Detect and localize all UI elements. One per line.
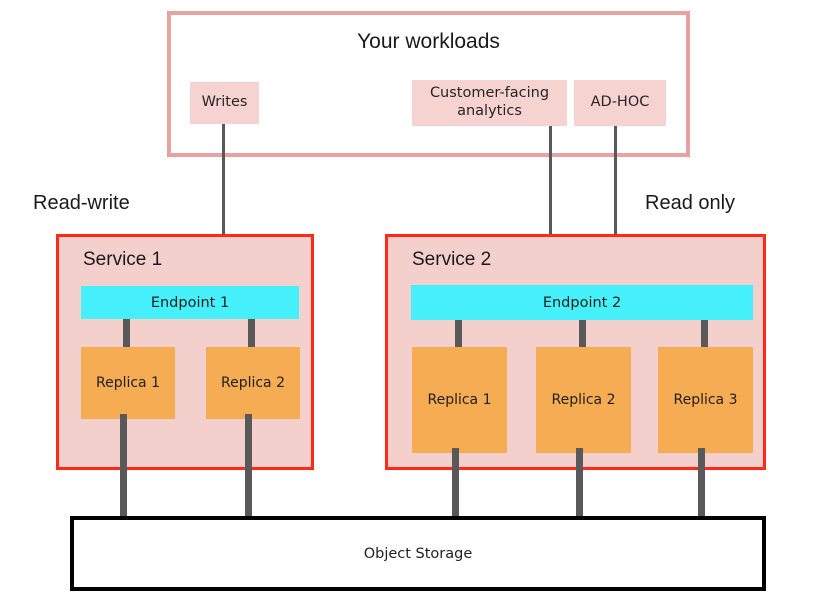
workload-chip-customer-facing-analytics[interactable]: Customer-facing analytics <box>412 80 567 126</box>
service-1-title: Service 1 <box>83 249 163 270</box>
connector-endpoint1-replica1 <box>123 319 130 347</box>
object-storage-box[interactable]: Object Storage <box>70 516 766 591</box>
workload-chip-ad-hoc[interactable]: AD-HOC <box>574 80 666 126</box>
workload-chip-writes[interactable]: Writes <box>190 82 259 124</box>
service-2-replica-1[interactable]: Replica 1 <box>412 347 507 453</box>
arrow-adhoc-to-endpoint2-stem <box>614 126 617 263</box>
service-2-endpoint[interactable]: Endpoint 2 <box>411 285 753 320</box>
service-2-replica-3[interactable]: Replica 3 <box>658 347 753 453</box>
arrow-writes-to-endpoint1-stem <box>222 124 225 263</box>
service-1-replica-2[interactable]: Replica 2 <box>206 347 300 419</box>
connector-s2-replica3-storage <box>698 448 705 520</box>
connector-s1-replica2-storage <box>245 414 252 520</box>
label-read-only: Read only <box>645 192 736 214</box>
service-2-title: Service 2 <box>412 249 492 270</box>
service-2-replica-2[interactable]: Replica 2 <box>536 347 631 453</box>
connector-endpoint1-replica2 <box>248 319 255 347</box>
service-1-box[interactable]: Service 1 Endpoint 1 Replica 1 Replica 2 <box>56 234 314 470</box>
service-2-box[interactable]: Service 2 Endpoint 2 Replica 1 Replica 2… <box>385 234 766 470</box>
connector-endpoint2-replica3 <box>701 320 708 347</box>
label-read-write: Read-write <box>33 192 130 214</box>
connector-endpoint2-replica1 <box>455 320 462 347</box>
connector-s2-replica1-storage <box>452 448 459 520</box>
arrow-analytics-to-endpoint2-stem <box>549 126 552 263</box>
service-1-replica-1[interactable]: Replica 1 <box>81 347 175 419</box>
workloads-title: Your workloads <box>357 30 500 53</box>
service-1-endpoint[interactable]: Endpoint 1 <box>81 286 299 319</box>
connector-s2-replica2-storage <box>576 448 583 520</box>
connector-endpoint2-replica2 <box>579 320 586 347</box>
connector-s1-replica1-storage <box>120 414 127 520</box>
